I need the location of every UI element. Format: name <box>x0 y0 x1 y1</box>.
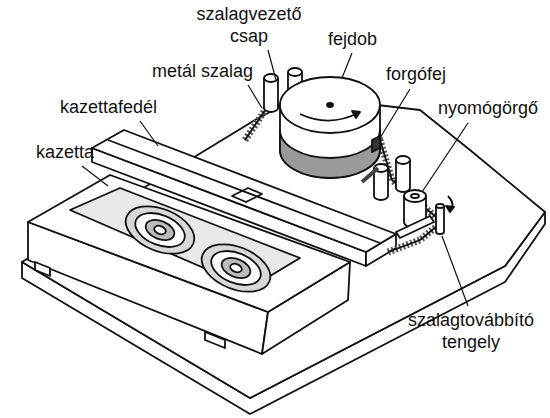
leader-line <box>442 236 468 306</box>
leader-line <box>268 50 276 80</box>
leader-lines <box>82 50 468 306</box>
part-label: forgófej <box>386 63 446 85</box>
leader-line <box>380 89 410 138</box>
leader-line <box>140 121 158 146</box>
base-plate <box>22 96 545 398</box>
cover-tab <box>232 188 262 202</box>
head-drum <box>280 77 380 178</box>
capstan-shaft <box>436 196 454 234</box>
leader-line <box>82 166 108 186</box>
cassette-foot <box>35 262 50 276</box>
reel <box>119 197 201 263</box>
leader-line <box>342 53 352 78</box>
capstan-arm <box>396 216 434 238</box>
part-label: nyomógörgő <box>438 97 538 119</box>
leader-line <box>248 85 262 108</box>
part-label: szalagvezető csap <box>193 3 305 47</box>
cassette-foot <box>205 332 225 348</box>
part-label: fejdob <box>328 28 377 50</box>
tape-guide-post <box>362 156 410 200</box>
part-label: kazetta <box>36 141 94 163</box>
part-label: szalagtovábbító tengely <box>396 309 546 353</box>
part-label: metál szalag <box>152 60 253 82</box>
reel <box>195 235 277 301</box>
part-label: kazettafedél <box>60 96 157 118</box>
leader-line <box>422 123 468 192</box>
